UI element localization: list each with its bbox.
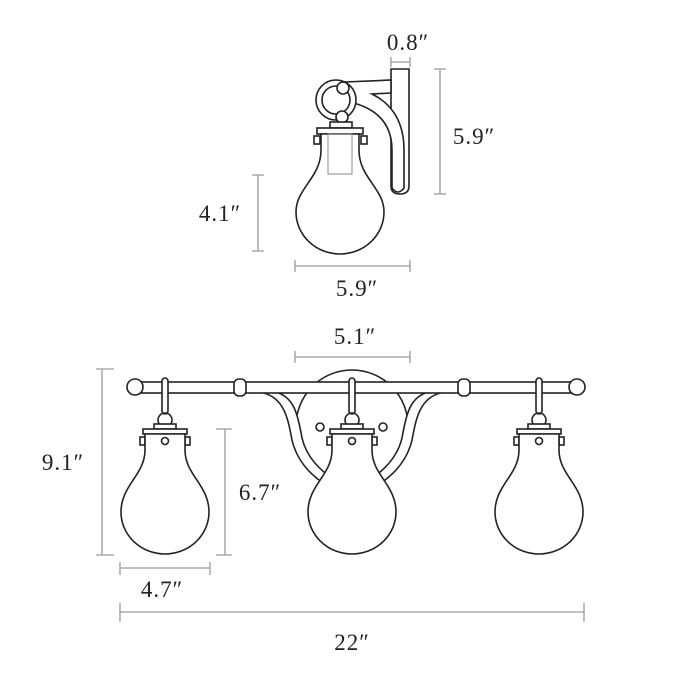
- front-backplate-screw: [315, 422, 325, 432]
- front-dimensions: 5.1″ 9.1″ 6.7″ 4.7″ 22″: [42, 324, 585, 655]
- label-backplate-depth: 0.8″: [387, 30, 429, 55]
- side-view-fixture: [295, 68, 410, 255]
- side-cap-tab-left: [313, 135, 321, 145]
- dim-line-shade-height-side: [252, 174, 264, 252]
- dim-line-overall-height: [96, 368, 114, 556]
- label-shade-height-front: 6.7″: [239, 480, 281, 505]
- dim-line-projection: [294, 260, 411, 272]
- side-knob-bottom: [335, 110, 349, 124]
- front-rod-coupler: [457, 378, 471, 397]
- front-rod-end-left: [126, 378, 144, 396]
- front-rod: [134, 381, 578, 394]
- front-view-fixture: [120, 369, 586, 555]
- side-glass-shade: [295, 133, 385, 255]
- label-overall-height: 9.1″: [42, 450, 84, 475]
- dim-line-backplate-depth: [390, 57, 411, 67]
- label-shade-height-side: 4.1″: [199, 201, 241, 226]
- front-shade-right: [494, 377, 584, 555]
- front-shade-left: [120, 377, 210, 555]
- dim-line-backplate-height: [434, 68, 446, 195]
- side-knob-top: [336, 81, 350, 95]
- dim-line-overall-width: [119, 603, 585, 622]
- front-rod-end-right: [568, 378, 586, 396]
- side-cap-tab-right: [360, 135, 368, 145]
- dim-line-shade-height-front: [216, 428, 232, 556]
- label-backplate-height: 5.9″: [453, 124, 495, 149]
- dim-line-shade-width: [119, 562, 211, 575]
- label-overall-width: 22″: [334, 630, 370, 655]
- side-arm: [343, 79, 405, 193]
- front-shade-center: [307, 377, 397, 555]
- dim-line-backplate-width: [294, 351, 411, 363]
- label-projection: 5.9″: [336, 276, 378, 301]
- side-collar: [329, 121, 353, 129]
- label-backplate-width: 5.1″: [334, 324, 376, 349]
- side-dimensions: 0.8″ 5.9″ 4.1″ 5.9″: [199, 30, 495, 301]
- front-backplate-screw: [378, 422, 388, 432]
- label-shade-width: 4.7″: [141, 577, 183, 602]
- side-socket: [327, 133, 353, 175]
- side-cap: [316, 127, 364, 135]
- front-rod-coupler: [233, 378, 247, 397]
